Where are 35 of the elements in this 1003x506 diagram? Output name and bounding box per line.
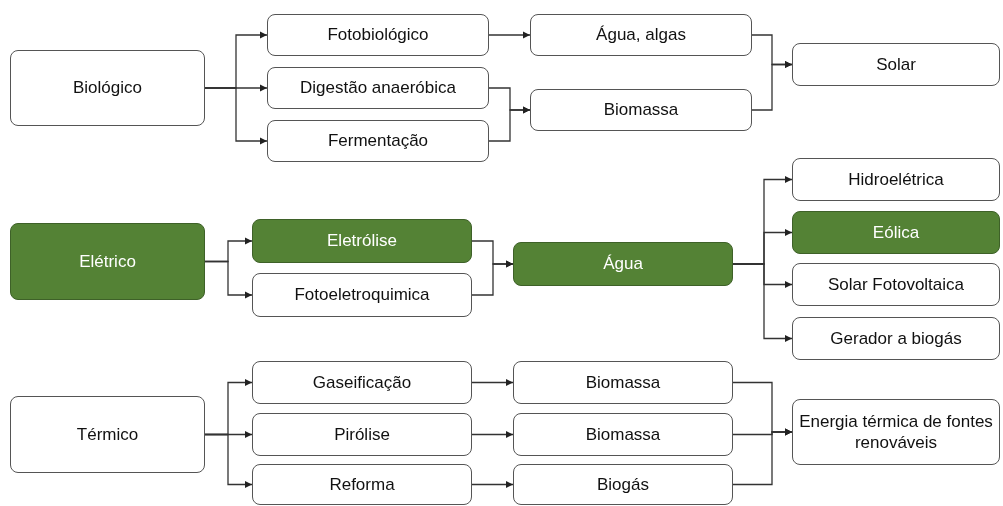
- process-box: Fotobiológico: [267, 14, 489, 56]
- arrow: [751, 61, 793, 111]
- process-box: Biomassa: [513, 413, 733, 456]
- arrow: [471, 260, 514, 296]
- process-box: Solar: [792, 43, 1000, 86]
- process-box: Hidroelétrica: [792, 158, 1000, 201]
- arrow: [488, 106, 531, 142]
- arrow: [204, 433, 253, 488]
- process-box: Água: [513, 242, 733, 286]
- arrow: [204, 260, 253, 299]
- process-box: Pirólise: [252, 413, 472, 456]
- process-box: Biológico: [10, 50, 205, 126]
- process-box: Fermentação: [267, 120, 489, 162]
- process-box: Solar Fotovoltaica: [792, 263, 1000, 306]
- process-box: Gerador a biogás: [792, 317, 1000, 360]
- process-box: Energia térmica de fontes renováveis: [792, 399, 1000, 465]
- process-box: Biomassa: [513, 361, 733, 404]
- arrow: [204, 87, 268, 145]
- arrow: [488, 31, 531, 39]
- arrow: [471, 431, 514, 438]
- process-box: Reforma: [252, 464, 472, 505]
- process-box: Elétrico: [10, 223, 205, 300]
- process-box: Digestão anaeróbica: [267, 67, 489, 109]
- process-box: Eletrólise: [252, 219, 472, 263]
- process-box: Térmico: [10, 396, 205, 473]
- process-box: Eólica: [792, 211, 1000, 254]
- arrow: [732, 428, 793, 486]
- arrow: [732, 263, 793, 342]
- process-box: Biogás: [513, 464, 733, 505]
- arrow: [471, 379, 514, 386]
- arrow: [471, 481, 514, 488]
- process-box: Biomassa: [530, 89, 752, 131]
- process-box: Água, algas: [530, 14, 752, 56]
- process-box: Fotoeletroquimica: [252, 273, 472, 317]
- process-box: Gaseificação: [252, 361, 472, 404]
